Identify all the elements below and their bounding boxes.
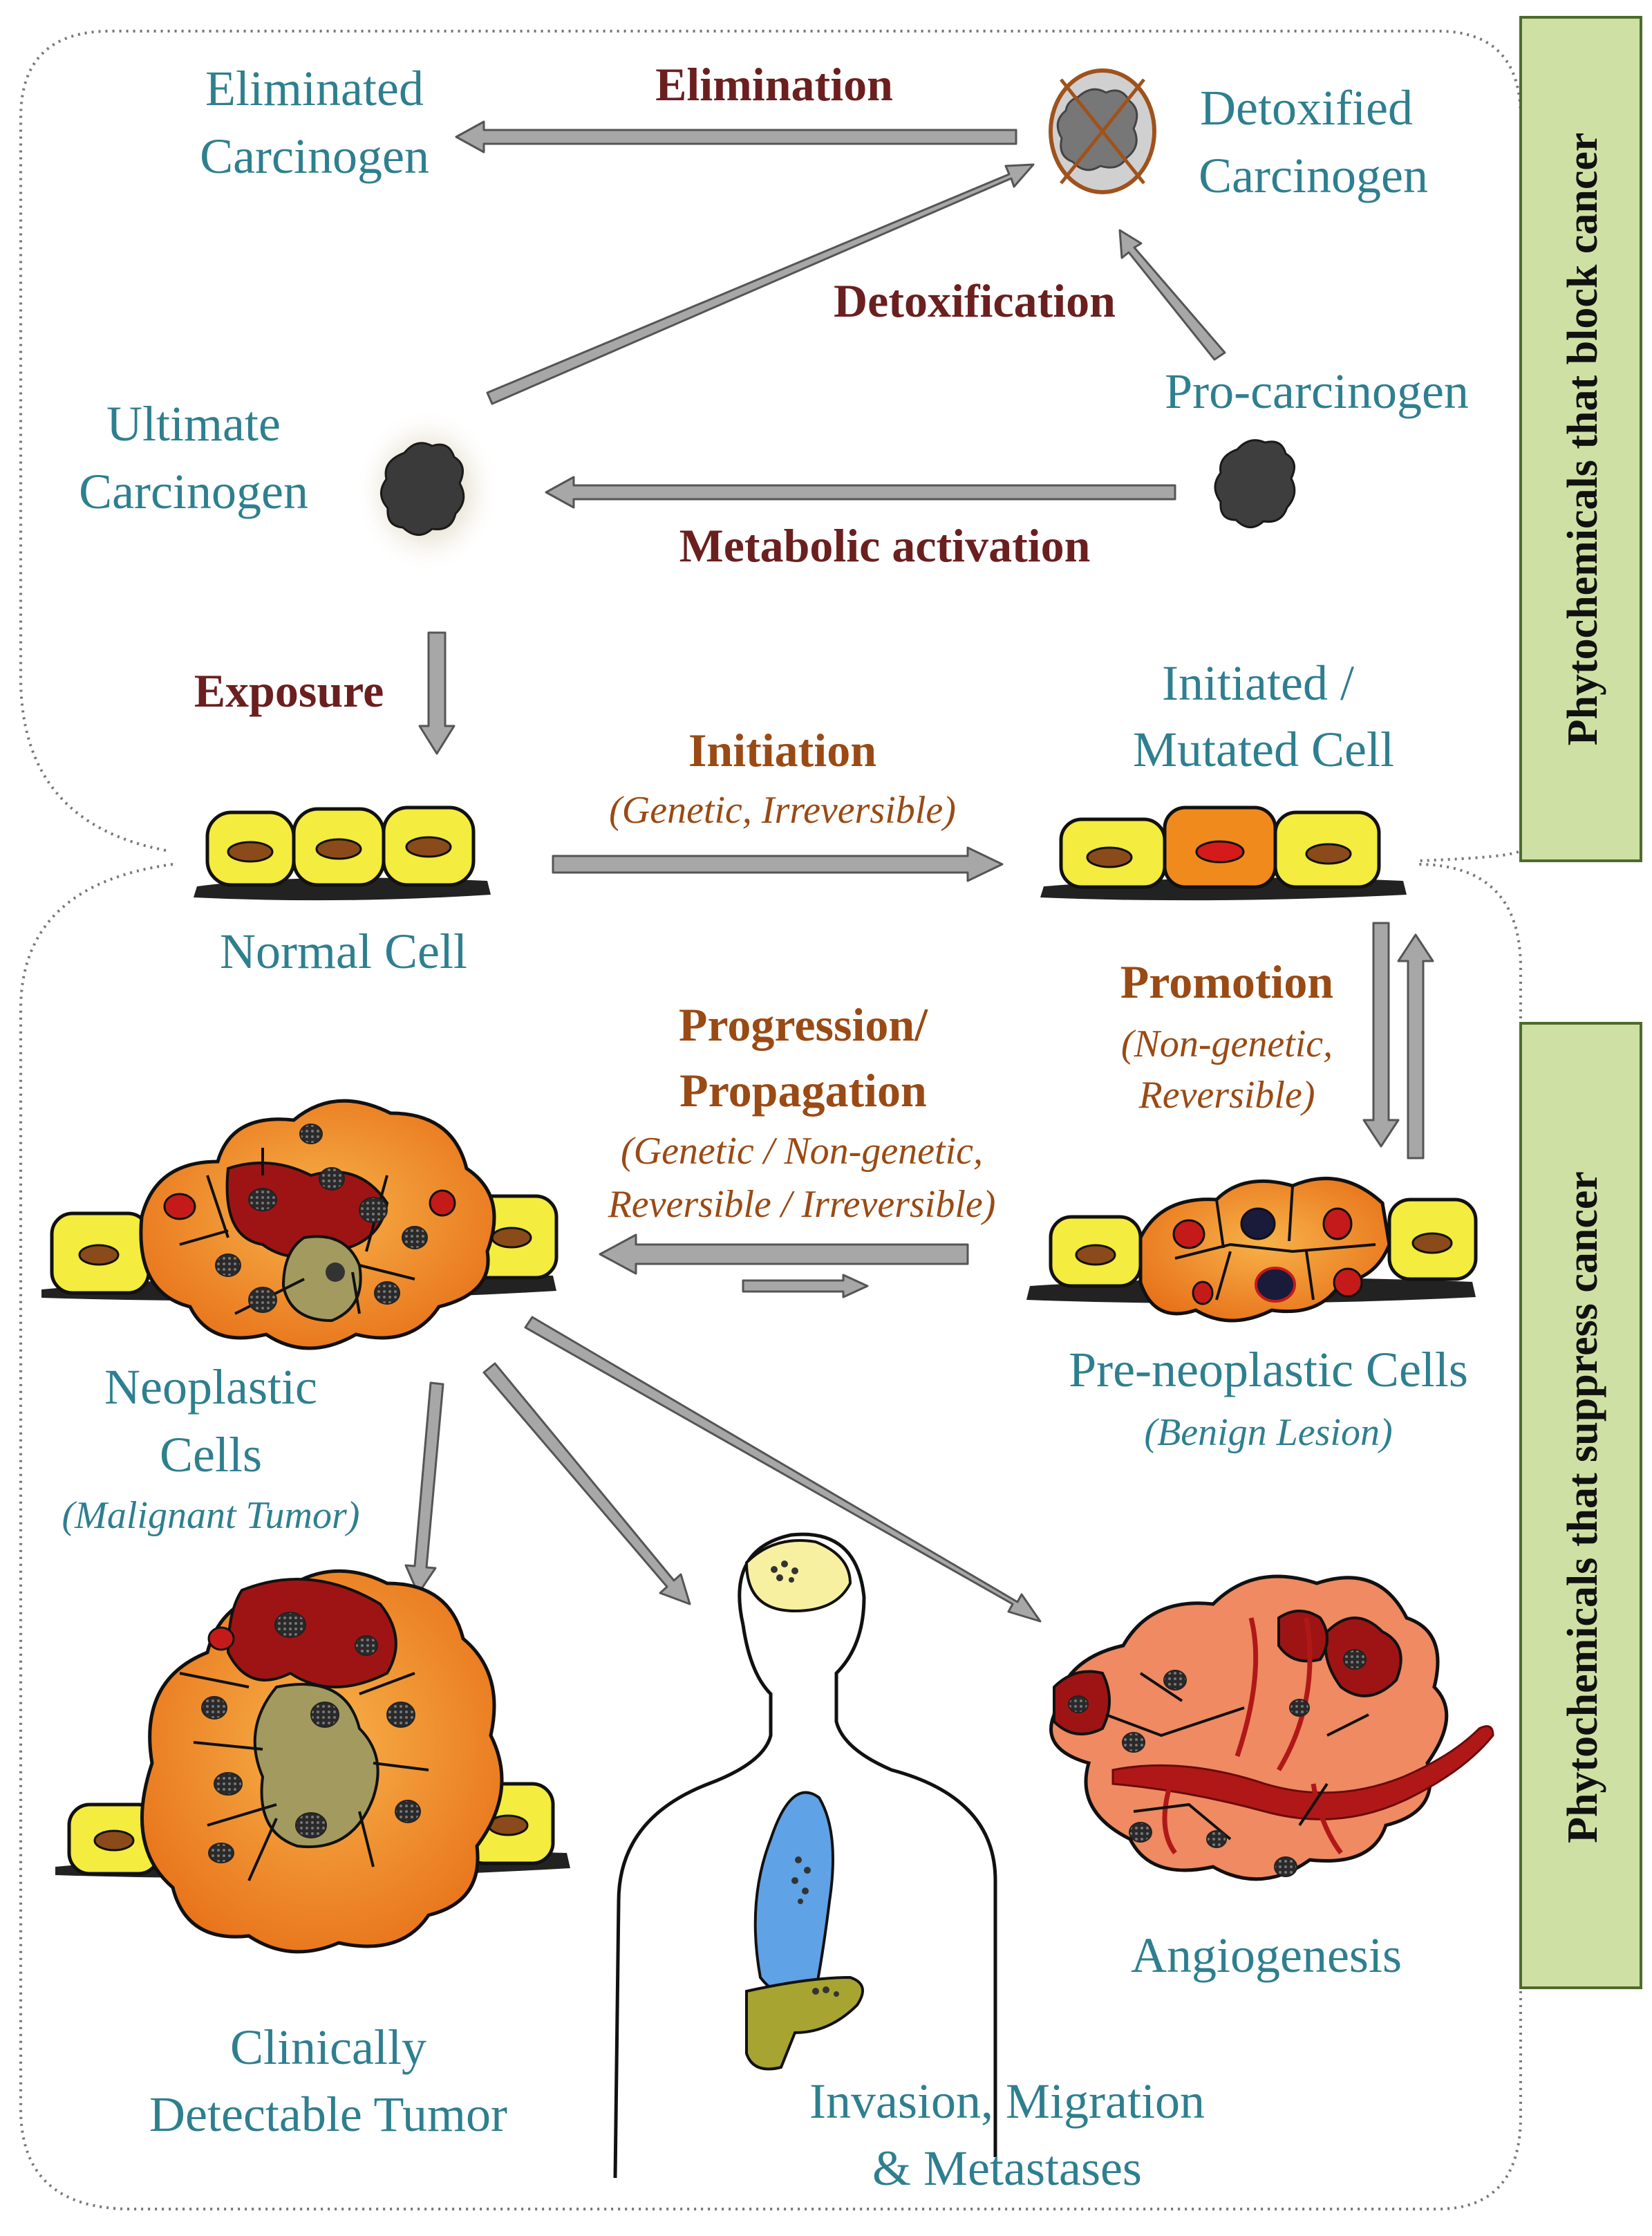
procarcinogen-icon: [1214, 439, 1296, 528]
initiated-cell-label-1: Initiated /: [1162, 655, 1354, 711]
progression-small-arrow: [742, 1274, 869, 1298]
exposure-label: Exposure: [194, 664, 384, 717]
promotion-sublabel-1: (Non-genetic,: [1121, 1023, 1333, 1065]
normal-cell-label: Normal Cell: [220, 924, 467, 979]
promotion-sublabel-2: Reversible): [1138, 1074, 1315, 1117]
invasion-label-1: Invasion, Migration: [809, 2074, 1205, 2129]
to-angiogenesis-arrow: [524, 1316, 1042, 1623]
ultimate-carcinogen-label-2: Carcinogen: [79, 464, 308, 519]
ultimate-to-detoxified-arrow: [486, 163, 1035, 405]
suppress-cancer-label: Phytochemicals that suppress cancer: [1559, 1171, 1606, 1843]
human-body-icon: [613, 1532, 997, 2179]
arrows: [404, 120, 1434, 1623]
neoplastic-cells-label-2: Cells: [160, 1427, 262, 1482]
eliminated-carcinogen-label-1: Eliminated: [205, 61, 424, 116]
preneoplastic-cells-sublabel: (Benign Lesion): [1144, 1411, 1392, 1454]
to-invasion-arrow: [482, 1362, 691, 1605]
angiogenesis-label: Angiogenesis: [1131, 1928, 1402, 1983]
progression-label-2: Propagation: [679, 1064, 927, 1117]
metabolic-activation-arrow: [545, 476, 1176, 509]
clinical-tumor-icon: [55, 1569, 570, 1954]
block-region-outline: [19, 30, 1522, 862]
ultimate-carcinogen-icon: [355, 408, 500, 574]
detoxified-carcinogen-label-2: Carcinogen: [1199, 148, 1428, 203]
initiated-cell-label-2: Mutated Cell: [1133, 722, 1394, 777]
preneoplastic-cells-icon: [1026, 1176, 1478, 1323]
progression-arrow: [599, 1233, 969, 1275]
initiated-cell-icon: [1040, 805, 1407, 901]
elimination-label: Elimination: [655, 58, 893, 111]
angiogenesis-icon: [1049, 1574, 1494, 1881]
preneoplastic-cells-label: Pre-neoplastic Cells: [1069, 1342, 1468, 1397]
initiation-label: Initiation: [688, 724, 876, 776]
suppress-region-outline: [19, 863, 1522, 2210]
promotion-down-arrow: [1362, 922, 1400, 1148]
exposure-arrow: [418, 631, 456, 755]
progression-label-1: Progression/: [679, 998, 928, 1051]
neoplastic-cells-label-1: Neoplastic: [104, 1359, 317, 1415]
suppress-cancer-box: [1519, 1022, 1642, 1989]
ultimate-carcinogen-label-1: Ultimate: [106, 396, 281, 451]
eliminated-carcinogen-label-2: Carcinogen: [200, 129, 429, 184]
progression-sublabel-2: Reversible / Irreversible): [608, 1183, 996, 1226]
promotion-up-arrow: [1397, 933, 1434, 1159]
procarcinogen-label: Pro-carcinogen: [1165, 364, 1469, 419]
block-cancer-box: [1519, 16, 1642, 862]
progression-sublabel-1: (Genetic / Non-genetic,: [621, 1130, 983, 1173]
procarcinogen-to-detoxified-arrow: [1118, 229, 1226, 361]
to-clinical-arrow: [404, 1381, 444, 1595]
invasion-label-2: & Metastases: [872, 2141, 1142, 2196]
clinical-tumor-label-1: Clinically: [230, 2020, 426, 2075]
block-cancer-label: Phytochemicals that block cancer: [1559, 133, 1606, 746]
clinical-tumor-label-2: Detectable Tumor: [149, 2087, 507, 2142]
detoxified-carcinogen-label-1: Detoxified: [1200, 80, 1413, 136]
elimination-arrow: [455, 120, 1017, 153]
neoplastic-cells-icon: [41, 1099, 559, 1350]
initiation-sublabel: (Genetic, Irreversible): [609, 789, 956, 832]
normal-cell-icon: [194, 805, 491, 901]
neoplastic-cells-sublabel: (Malignant Tumor): [62, 1494, 360, 1537]
detoxification-label: Detoxification: [834, 274, 1116, 327]
detoxified-carcinogen-icon: [1049, 68, 1156, 194]
initiation-arrow: [552, 846, 1004, 882]
promotion-label: Promotion: [1120, 956, 1334, 1008]
metabolic-activation-label: Metabolic activation: [679, 519, 1091, 572]
